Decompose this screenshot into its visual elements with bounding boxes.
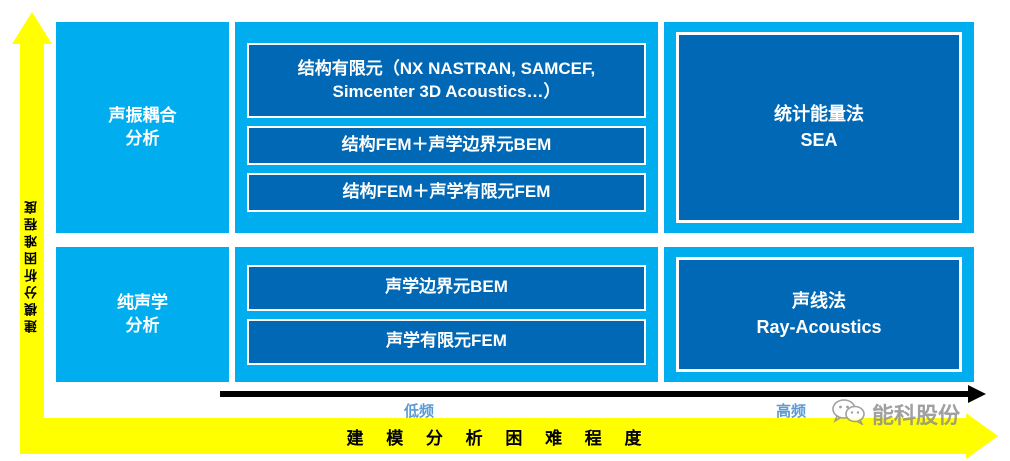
matrix-row-coupled: 声振耦合 分析 结构有限元（NX NASTRAN, SAMCEF, Simcen… bbox=[56, 22, 974, 233]
frequency-axis-line bbox=[220, 391, 972, 397]
method-box-fem-bem[interactable]: 结构FEM＋声学边界元BEM bbox=[247, 126, 646, 165]
vertical-axis-label: 建模分析困难程度 bbox=[24, 197, 39, 333]
vertical-arrow-head bbox=[12, 12, 52, 44]
frequency-axis-arrow-head bbox=[968, 385, 986, 403]
matrix-row-acoustic: 纯声学 分析 声学边界元BEM 声学有限元FEM 声线法 Ray-Acousti… bbox=[56, 247, 974, 382]
method-box-fem-fem[interactable]: 结构FEM＋声学有限元FEM bbox=[247, 173, 646, 212]
method-box-ray-line2: Ray-Acoustics bbox=[756, 316, 882, 337]
method-box-acoustic-bem[interactable]: 声学边界元BEM bbox=[247, 264, 646, 311]
row-label-acoustic: 纯声学 分析 bbox=[56, 247, 229, 382]
row-methods-coupled: 结构有限元（NX NASTRAN, SAMCEF, Simcenter 3D A… bbox=[235, 22, 658, 233]
frequency-label-high: 高频 bbox=[776, 403, 807, 420]
method-box-sea[interactable]: 统计能量法 SEA bbox=[676, 32, 962, 223]
row-label-acoustic-line2: 分析 bbox=[125, 315, 160, 335]
method-box-ray-acoustics[interactable]: 声线法 Ray-Acoustics bbox=[676, 257, 962, 372]
horizontal-axis-label: 建 模 分 析 困 难 程 度 bbox=[346, 428, 651, 448]
method-box-ray-line1: 声线法 bbox=[792, 291, 846, 312]
method-box-sea-line2: SEA bbox=[800, 129, 838, 150]
row-label-coupled: 声振耦合 分析 bbox=[56, 22, 229, 233]
method-box-acoustic-fem[interactable]: 声学有限元FEM bbox=[247, 318, 646, 365]
row-highfreq-coupled: 统计能量法 SEA bbox=[664, 22, 974, 233]
horizontal-arrow-head bbox=[966, 413, 998, 459]
row-highfreq-acoustic: 声线法 Ray-Acoustics bbox=[664, 247, 974, 382]
method-box-sea-line1: 统计能量法 bbox=[774, 104, 864, 125]
frequency-label-low: 低频 bbox=[404, 403, 435, 420]
row-label-acoustic-line1: 纯声学 bbox=[117, 292, 168, 312]
row-methods-acoustic: 声学边界元BEM 声学有限元FEM bbox=[235, 247, 658, 382]
row-label-coupled-line1: 声振耦合 bbox=[108, 105, 177, 125]
method-box-structural-fem[interactable]: 结构有限元（NX NASTRAN, SAMCEF, Simcenter 3D A… bbox=[247, 43, 646, 119]
row-label-coupled-line2: 分析 bbox=[125, 128, 160, 148]
vertical-arrow-stem bbox=[20, 42, 44, 442]
horizontal-arrow-stem bbox=[20, 418, 968, 454]
